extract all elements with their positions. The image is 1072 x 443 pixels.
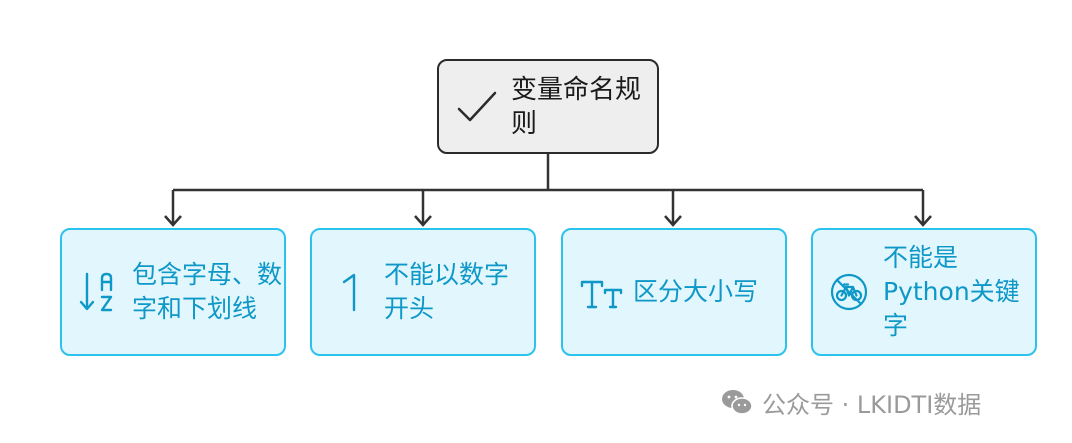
- arrowhead-rule-1: [164, 215, 182, 227]
- rule-label-1: 包含字母、数字和下划线: [132, 260, 283, 323]
- wechat-icon: [722, 390, 753, 415]
- rule-label-3: 区分大小写: [633, 277, 759, 306]
- rule-node-2: 不能以数字开头: [310, 228, 536, 356]
- arrowhead-rule-3: [664, 215, 682, 227]
- number-one-icon: [342, 273, 356, 312]
- sort-az-icon: [79, 272, 113, 312]
- arrowhead-rule-4: [914, 215, 932, 227]
- checkmark-icon: [457, 91, 497, 121]
- root-label: 变量命名规则: [511, 74, 642, 139]
- root-node: 变量命名规则: [437, 59, 659, 154]
- rule-label-2: 不能以数字开头: [384, 260, 510, 323]
- arrowhead-rule-2: [414, 215, 432, 227]
- rule-node-1: 包含字母、数字和下划线: [60, 228, 286, 356]
- watermark-text: 公众号 · LKIDTI数据: [762, 390, 982, 419]
- rule-label-4: 不能是Python关键字: [883, 243, 1020, 340]
- text-case-icon: [580, 280, 623, 309]
- rule-node-3: 区分大小写: [561, 228, 787, 356]
- no-bicycle-icon: [830, 273, 868, 311]
- watermark: 公众号 · LKIDTI数据: [720, 382, 981, 422]
- rule-node-4: 不能是Python关键字: [811, 228, 1037, 356]
